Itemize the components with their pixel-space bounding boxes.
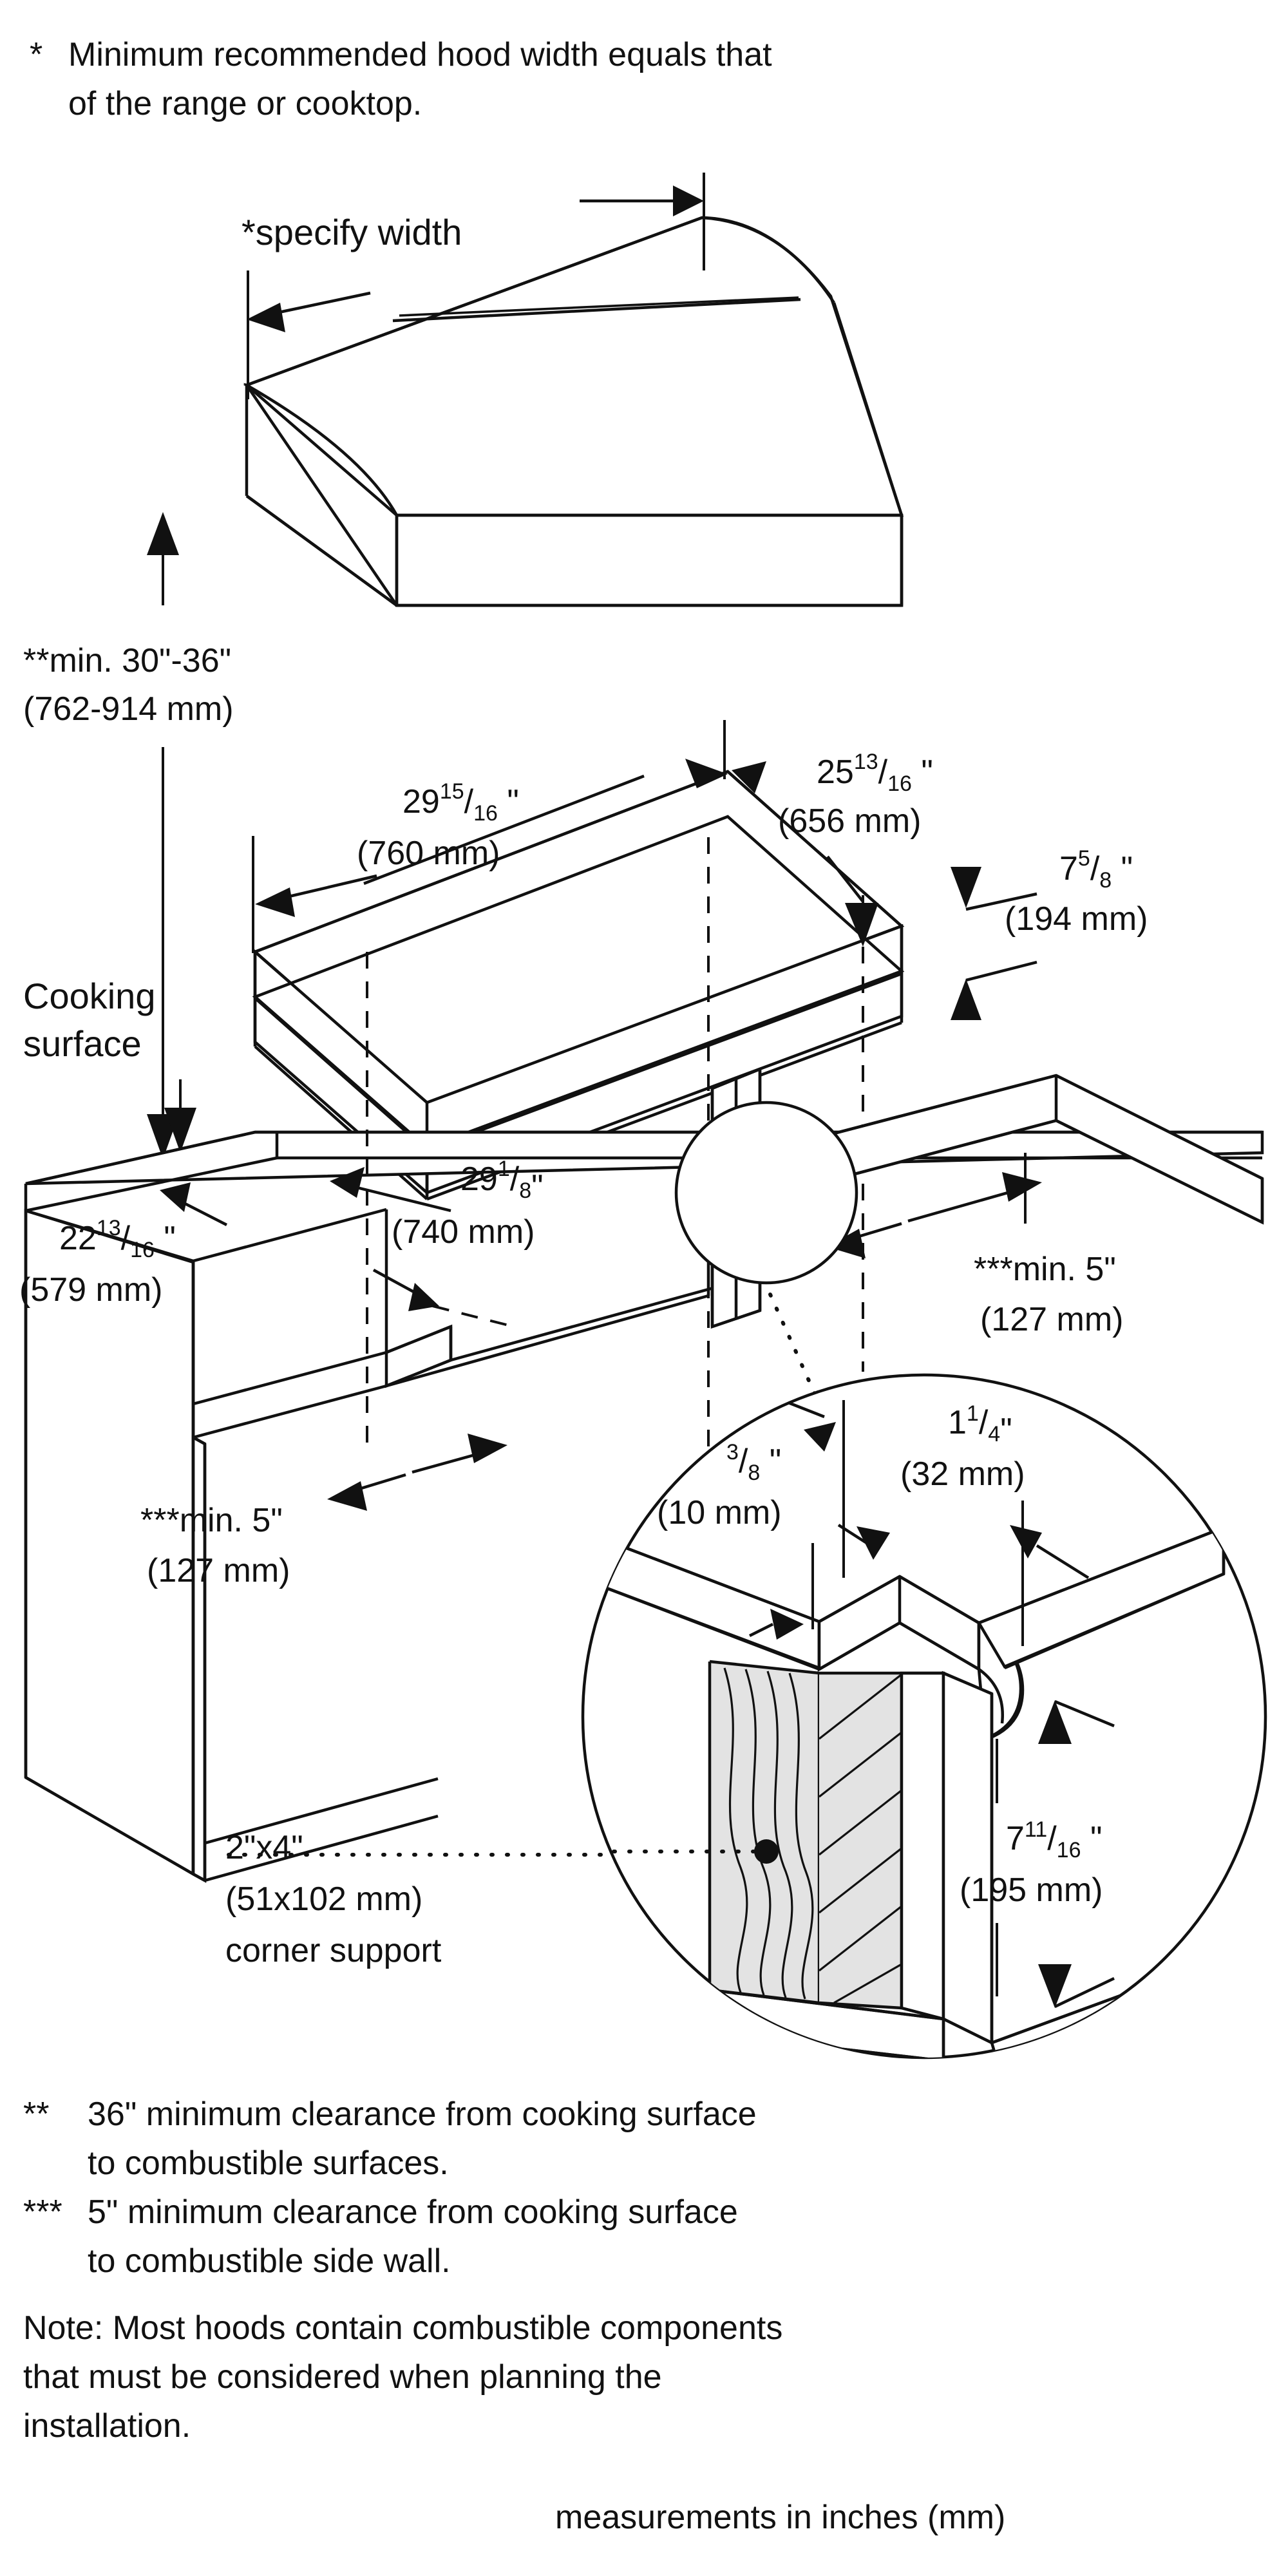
dim-detail-thick-metric: (10 mm) [657, 1494, 782, 1531]
dimension-detail-height: 711/16 " (195 mm) [960, 1700, 1115, 2009]
clearance-callout: **min. 30"-36" (762-914 mm) [23, 512, 234, 1159]
dimension-hood-height: 75/8 " (194 mm) [951, 846, 1148, 1020]
fastener-dot [754, 1839, 779, 1864]
cooking-surface-callout: Cooking surface [23, 976, 196, 1153]
side-wall-left-callout: ***min. 5" (127 mm) [140, 1434, 507, 1589]
dim-hood-depth-num: 13 [854, 750, 878, 774]
dim-opening-num: 1 [498, 1157, 510, 1181]
svg-text:2915/16 ": 2915/16 " [402, 779, 519, 826]
side-wall-right-line1: ***min. 5" [974, 1251, 1116, 1288]
dim-detail-height-whole: 7 [1006, 1820, 1025, 1857]
hood-top-illustration [243, 216, 904, 607]
dim-hood-depth-unit: " [921, 753, 933, 791]
dim-hood-height-num: 5 [1078, 846, 1090, 871]
dim-hood-height-unit: " [1121, 850, 1133, 887]
footnote-1-line2: to combustible surfaces. [88, 2145, 449, 2182]
dim-hood-depth-whole: 25 [817, 753, 854, 791]
dim-counter-metric: (579 mm) [19, 1271, 162, 1309]
top-note-line1: Minimum recommended hood width equals th… [68, 36, 772, 73]
side-wall-right-line2: (127 mm) [980, 1301, 1123, 1338]
measurement-units-note: measurements in inches (mm) [555, 2499, 1005, 2536]
dim-detail-thick-den: 8 [748, 1461, 760, 1485]
corner-support-callout: 2"x4" (51x102 mm) corner support [225, 1829, 442, 1969]
detail-leader-dots [768, 1293, 820, 1403]
cooking-surface-line2: surface [23, 1023, 142, 1064]
side-wall-left-line1: ***min. 5" [140, 1502, 283, 1539]
general-note-line2: that must be considered when planning th… [23, 2358, 662, 2396]
clearance-line2: (762-914 mm) [23, 690, 234, 728]
footnote-1-line1: 36" minimum clearance from cooking surfa… [88, 2096, 757, 2133]
dim-detail-offset-den: 4 [988, 1422, 1000, 1446]
dim-detail-offset-unit: " [1000, 1412, 1012, 1449]
side-wall-right-callout: ***min. 5" (127 mm) [827, 1153, 1123, 1338]
corner-support-line3: corner support [225, 1932, 442, 1969]
cooking-surface-line1: Cooking [23, 976, 155, 1016]
dim-hood-height-whole: 7 [1059, 850, 1078, 887]
dim-detail-height-unit: " [1090, 1820, 1102, 1857]
dim-hood-width-whole: 29 [402, 783, 440, 820]
corner-support-line2: (51x102 mm) [225, 1880, 422, 1918]
dim-hood-depth-metric: (656 mm) [778, 802, 921, 840]
dim-hood-height-den: 8 [1099, 868, 1112, 893]
dim-detail-thick-unit: " [770, 1443, 781, 1480]
dimension-detail-thickness: 3/8 " (10 mm) [657, 1400, 845, 1640]
dim-detail-offset-num: 1 [967, 1401, 979, 1426]
corner-support-line1: 2"x4" [225, 1829, 303, 1866]
footnotes: ** 36" minimum clearance from cooking su… [23, 2096, 757, 2280]
svg-text:291/8": 291/8" [460, 1157, 544, 1206]
side-wall-left-line2: (127 mm) [147, 1552, 290, 1589]
dim-hood-height-metric: (194 mm) [1005, 900, 1148, 938]
dim-counter-unit: " [164, 1220, 175, 1257]
dim-detail-height-metric: (195 mm) [960, 1871, 1103, 1909]
clearance-line1: **min. 30"-36" [23, 642, 231, 679]
dim-hood-width-unit: " [507, 783, 518, 820]
dim-detail-thick-num: 3 [726, 1440, 739, 1464]
duct-stud-main-view [674, 1066, 858, 1329]
dim-opening-whole: 29 [460, 1160, 498, 1198]
dim-detail-height-num: 11 [1025, 1817, 1047, 1842]
dim-opening-metric: (740 mm) [392, 1213, 535, 1251]
specify-width-dimension: *specify width [242, 173, 705, 399]
top-note-marker: * [30, 36, 43, 73]
footnote-2-marker: *** [23, 2193, 62, 2231]
general-note: Note: Most hoods contain combustible com… [23, 2309, 782, 2445]
dim-opening-den: 8 [519, 1179, 531, 1203]
dimension-counter-depth: 2213/16 " (579 mm) [19, 1182, 509, 1327]
dim-opening-unit: " [531, 1168, 543, 1206]
svg-text:711/16 ": 711/16 " [1006, 1817, 1102, 1862]
svg-text:2213/16 ": 2213/16 " [59, 1216, 176, 1262]
svg-text:75/8 ": 75/8 " [1059, 846, 1133, 893]
top-note-line2: of the range or cooktop. [68, 85, 422, 122]
footnote-2-line2: to combustible side wall. [88, 2242, 451, 2280]
dimension-hood-depth: 2513/16 " (656 mm) [732, 750, 933, 947]
dim-hood-depth-den: 16 [887, 772, 912, 796]
dimension-detail-offset: 11/4" (32 mm) [837, 1401, 1090, 1646]
footnote-2-line1: 5" minimum clearance from cooking surfac… [88, 2193, 738, 2231]
dim-detail-offset-metric: (32 mm) [900, 1455, 1025, 1493]
svg-text:2513/16 ": 2513/16 " [817, 750, 933, 796]
footnote-1-marker: ** [23, 2096, 49, 2133]
dim-hood-width-den: 16 [473, 801, 498, 826]
specify-width-label: *specify width [242, 212, 462, 252]
svg-text:11/4": 11/4" [948, 1401, 1012, 1449]
svg-text:3/8 ": 3/8 " [726, 1440, 781, 1485]
general-note-line3: installation. [23, 2407, 191, 2445]
hood-middle-illustration [252, 770, 905, 1201]
dim-detail-offset-whole: 1 [948, 1404, 967, 1441]
general-note-line1: Note: Most hoods contain combustible com… [23, 2309, 782, 2347]
dim-counter-den: 16 [130, 1238, 155, 1262]
dim-counter-num: 13 [97, 1216, 121, 1240]
dimension-hood-width: 2915/16 " (760 mm) [252, 720, 728, 953]
dim-detail-height-den: 16 [1057, 1838, 1081, 1862]
dimension-opening-width: 291/8" (740 mm) [330, 837, 864, 1455]
dim-counter-whole: 22 [59, 1220, 97, 1257]
top-note: * Minimum recommended hood width equals … [30, 36, 772, 122]
dim-hood-width-num: 15 [440, 779, 464, 804]
